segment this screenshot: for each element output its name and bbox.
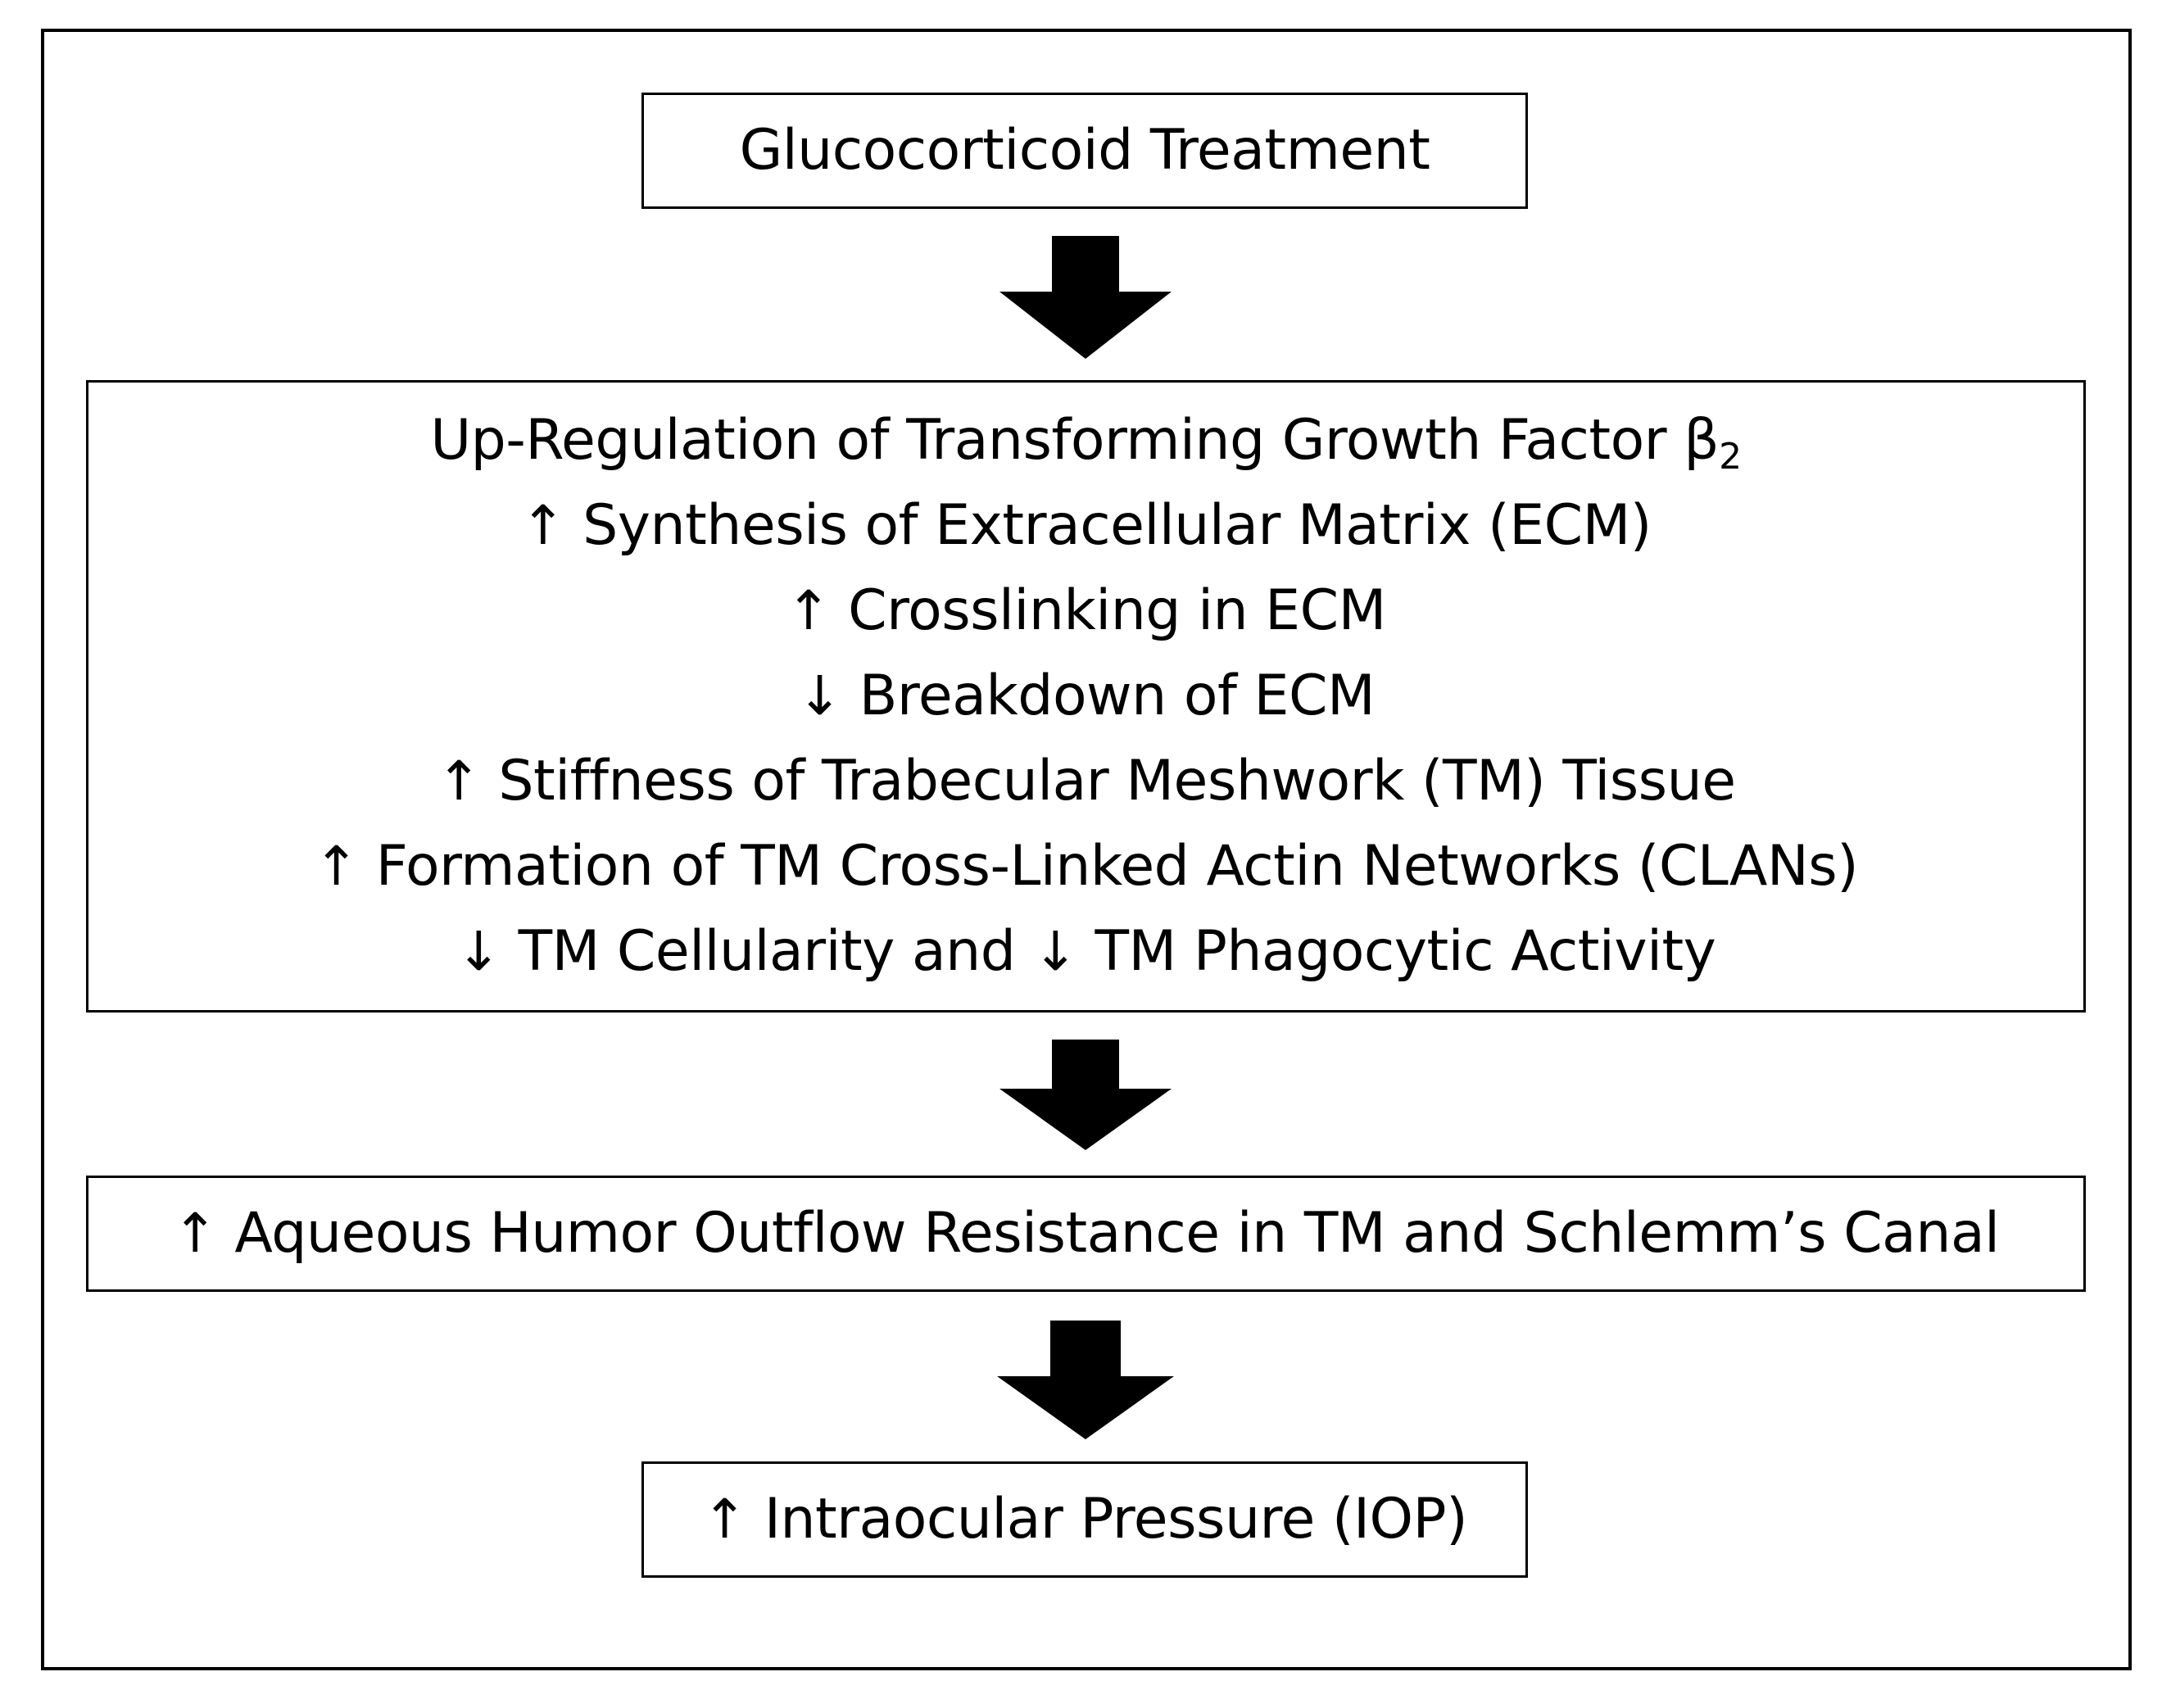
glucocorticoid-treatment-box: Glucocorticoid Treatment <box>641 93 1528 209</box>
up-arrow-icon: ↑ <box>520 494 565 557</box>
mechanism-line-ecm-crosslinking: ↑ Crosslinking in ECM <box>786 569 1386 654</box>
up-arrow-icon: ↑ <box>313 835 359 898</box>
mechanism-line-tm-cellularity: ↓ TM Cellularity and ↓ TM Phagocytic Act… <box>456 909 1716 994</box>
ecm-breakdown-text: Breakdown of ECM <box>859 664 1376 728</box>
mechanism-line-tgf: Up-Regulation of Transforming Growth Fac… <box>430 398 1742 483</box>
up-arrow-icon: ↑ <box>172 1202 218 1265</box>
clans-text: Formation of TM Cross-Linked Actin Netwo… <box>375 834 1859 899</box>
up-arrow-icon: ↑ <box>701 1488 747 1551</box>
mechanism-line-ecm-breakdown: ↓ Breakdown of ECM <box>796 654 1376 739</box>
mechanisms-box: Up-Regulation of Transforming Growth Fac… <box>86 380 2086 1013</box>
diagram-frame <box>41 29 2132 1670</box>
outflow-resistance-line: ↑ Aqueous Humor Outflow Resistance in TM… <box>172 1191 2000 1276</box>
down-arrow-icon: ↓ <box>1032 920 1078 983</box>
tgf-subscript: 2 <box>1719 436 1742 478</box>
down-arrow-1-icon <box>999 236 1172 359</box>
glucocorticoid-treatment-label: Glucocorticoid Treatment <box>739 118 1430 183</box>
mechanism-line-tm-stiffness: ↑ Stiffness of Trabecular Meshwork (TM) … <box>436 739 1736 824</box>
mechanism-line-ecm-synthesis: ↑ Synthesis of Extracellular Matrix (ECM… <box>520 483 1652 569</box>
up-arrow-icon: ↑ <box>436 750 482 813</box>
ecm-crosslinking-text: Crosslinking in ECM <box>848 578 1386 643</box>
ecm-synthesis-text: Synthesis of Extracellular Matrix (ECM) <box>582 493 1652 558</box>
intraocular-pressure-box: ↑ Intraocular Pressure (IOP) <box>641 1461 1528 1578</box>
intraocular-pressure-label: Intraocular Pressure (IOP) <box>764 1487 1468 1552</box>
tm-stiffness-text: Stiffness of Trabecular Meshwork (TM) Ti… <box>498 749 1736 813</box>
intraocular-pressure-line: ↑ Intraocular Pressure (IOP) <box>701 1477 1468 1562</box>
tm-cellularity-text: TM Cellularity and <box>518 919 1016 984</box>
outflow-resistance-box: ↑ Aqueous Humor Outflow Resistance in TM… <box>86 1176 2086 1292</box>
tgf-text: Up-Regulation of Transforming Growth Fac… <box>430 408 1720 473</box>
tm-phagocytic-text: TM Phagocytic Activity <box>1095 919 1716 984</box>
down-arrow-3-icon <box>997 1321 1174 1439</box>
down-arrow-icon: ↓ <box>796 664 842 727</box>
outflow-resistance-label: Aqueous Humor Outflow Resistance in TM a… <box>234 1201 2000 1266</box>
mechanism-line-clans: ↑ Formation of TM Cross-Linked Actin Net… <box>313 824 1859 909</box>
up-arrow-icon: ↑ <box>786 579 832 642</box>
down-arrow-2-icon <box>999 1040 1172 1150</box>
down-arrow-icon: ↓ <box>456 920 501 983</box>
